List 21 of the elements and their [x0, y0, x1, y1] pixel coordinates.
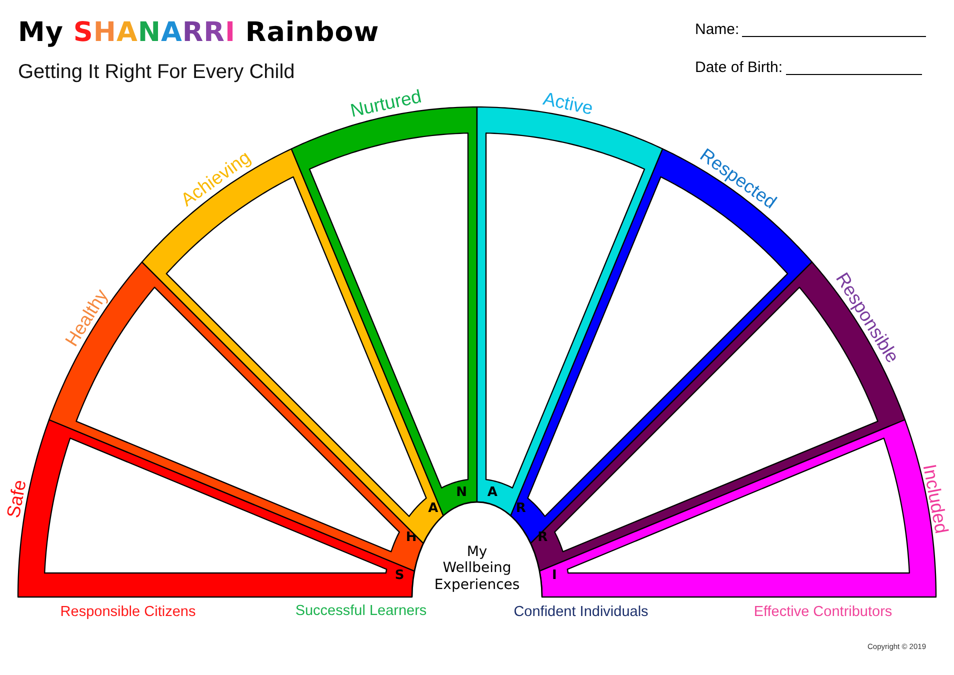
rainbow-segment — [291, 86, 477, 516]
subtitle: Getting It Right For Every Child — [18, 61, 295, 84]
segment-letter: I — [552, 569, 557, 584]
outcome-label: Responsible Citizens — [60, 604, 196, 621]
rainbow-segment — [539, 419, 951, 597]
segment-heading: Safe — [4, 478, 30, 520]
outcome-label: Effective Contributors — [754, 604, 892, 621]
segment-letter: N — [456, 486, 468, 500]
segment-heading: Nurtured — [348, 86, 423, 120]
field-label: Date of Birth: — [695, 59, 783, 76]
segment-letter: A — [428, 502, 438, 516]
segment-letter: A — [487, 486, 498, 500]
segment-letter: S — [394, 569, 404, 584]
segment-heading: Included — [920, 462, 951, 535]
segment-heading: Active — [542, 89, 596, 118]
hub-text: My Wellbeing Experiences — [433, 544, 521, 594]
field-label: Name: — [695, 21, 740, 38]
outcome-label: Confident Individuals — [514, 604, 648, 621]
outcome-label: Successful Learners — [295, 603, 427, 620]
title: My SHANARRI Rainbow — [18, 17, 380, 48]
segment-letter: R — [516, 502, 526, 516]
